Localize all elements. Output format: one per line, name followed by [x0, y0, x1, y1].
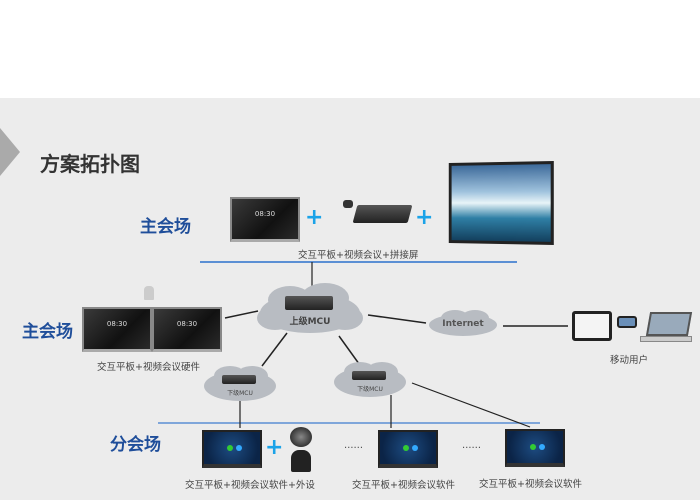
interactive-panel [505, 429, 565, 467]
plus-icon: + [265, 435, 284, 460]
internet-label: Internet [442, 319, 484, 329]
server-icon [222, 375, 256, 384]
interactive-panel [202, 430, 262, 468]
page-title: 方案拓扑图 [40, 152, 140, 176]
lower-mcu-label: 下级MCU [357, 386, 383, 393]
mobile-users-caption: 移动用户 [610, 355, 649, 366]
phone-icon [617, 316, 637, 328]
ellipsis: …… [462, 440, 481, 451]
interactive-panel: 08:30 [152, 307, 222, 352]
main-left-caption: 交互平板+视频会议硬件 [97, 362, 200, 373]
interactive-panel: 08:30 [82, 307, 152, 352]
slide-background [0, 98, 700, 500]
speakerphone-icon [290, 427, 312, 447]
upper-mcu-label: 上级MCU [289, 317, 331, 327]
plus-icon: + [305, 205, 324, 230]
branch-caption: 交互平板+视频会议软件 [479, 479, 582, 490]
main-venue-label-top: 主会场 [140, 217, 191, 237]
main-top-caption: 交互平板+视频会议+拼接屏 [298, 250, 419, 261]
ellipsis: …… [344, 440, 363, 451]
branch-caption: 交互平板+视频会议软件 [352, 480, 455, 491]
branch-caption: 交互平板+视频会议软件+外设 [185, 480, 315, 491]
main-venue-label-left: 主会场 [22, 322, 73, 342]
interactive-panel: 08:30 [230, 197, 300, 242]
chevron-icon [0, 128, 20, 176]
interactive-panel [378, 430, 438, 468]
lower-mcu-label: 下级MCU [227, 390, 253, 397]
camera-icon [144, 286, 154, 300]
server-icon [352, 371, 386, 380]
plus-icon: + [415, 205, 434, 230]
video-wall [448, 160, 554, 246]
camera-icon [291, 450, 311, 472]
server-icon [285, 296, 333, 310]
laptop-base [640, 336, 692, 342]
laptop-icon [645, 312, 693, 336]
tablet-icon [572, 311, 612, 341]
camera-icon [343, 200, 353, 208]
branch-venue-label: 分会场 [110, 435, 161, 455]
video-conference-device [352, 205, 413, 223]
